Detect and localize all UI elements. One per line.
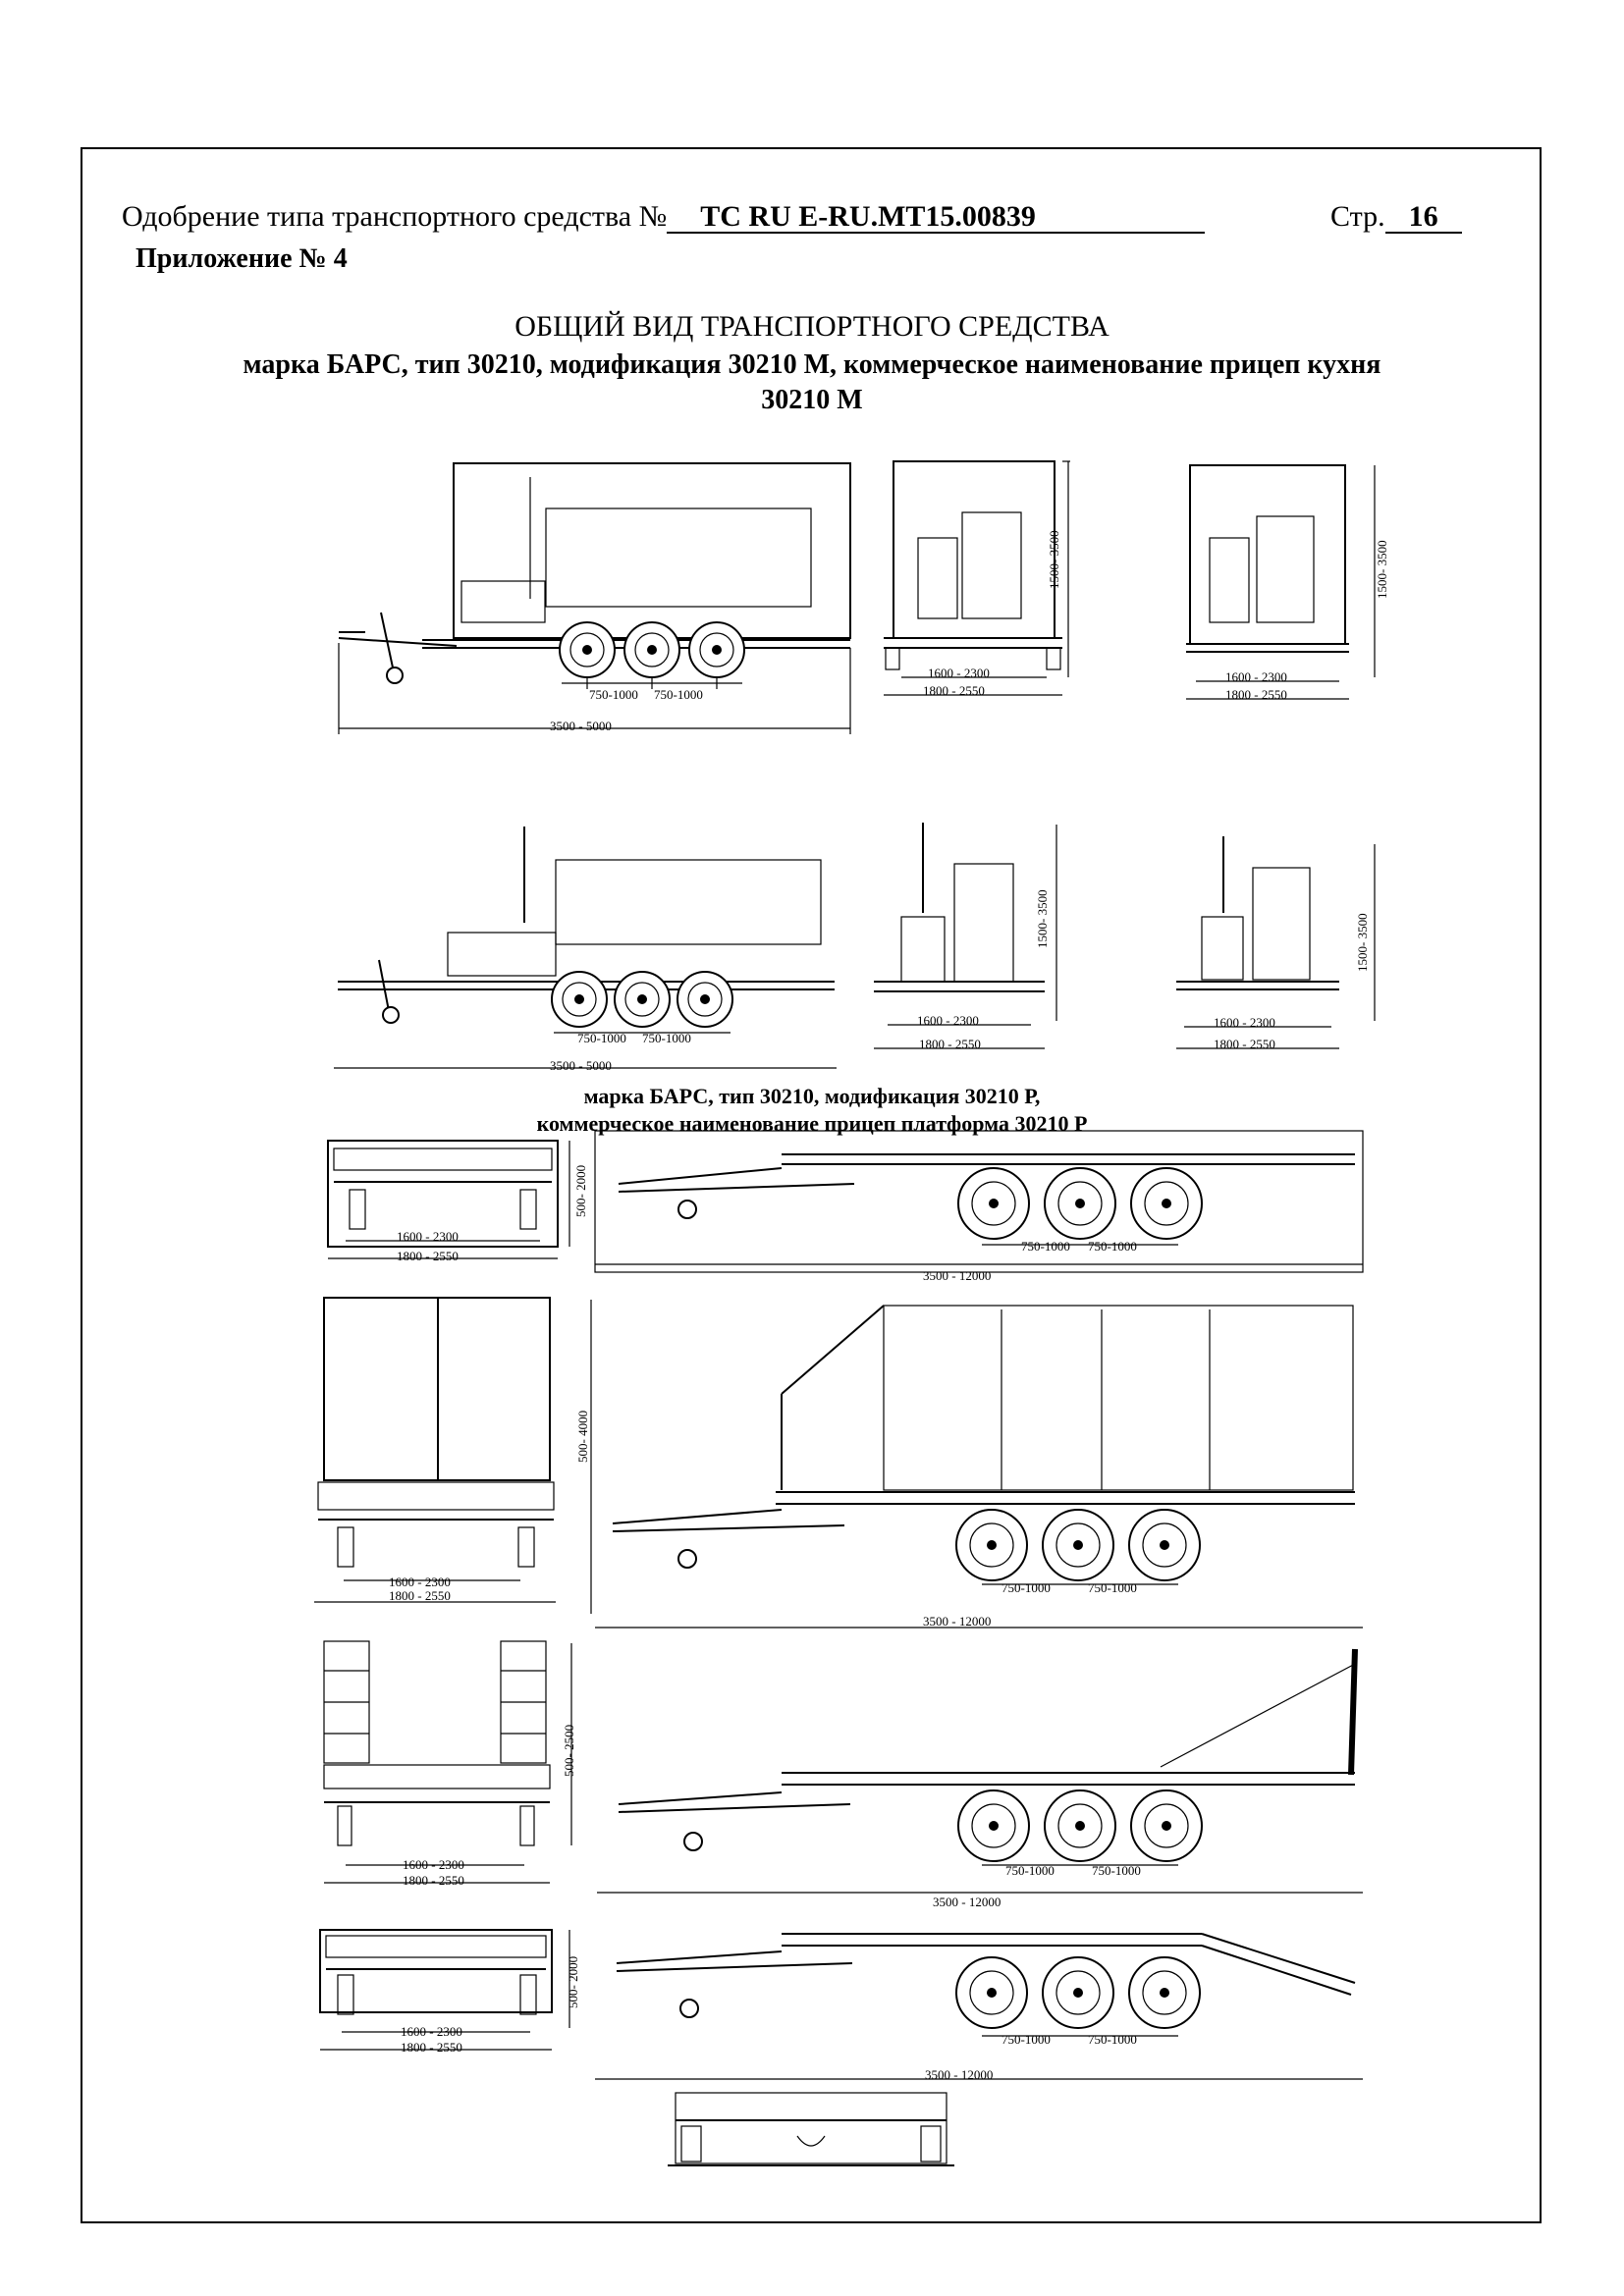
track-dim: 1600 - 2300: [401, 2024, 462, 2039]
height-dim: 500- 4000: [575, 1411, 590, 1463]
axle-dim-1: 750-1000: [1001, 2032, 1051, 2047]
track-dim: 1600 - 2300: [928, 666, 990, 680]
subtitle-line-2: коммерческое наименование прицеп платфор…: [536, 1111, 1088, 1136]
track-dim: 1600 - 2300: [403, 1857, 464, 1872]
length-dim: 3500 - 12000: [923, 1268, 991, 1283]
page-label: Стр.: [1330, 200, 1385, 233]
kitchen-rear-view-enclosed: 1500- 3500 1600 - 2300 1800 - 2550: [884, 460, 1070, 698]
height-dim: 1500- 3500: [1035, 889, 1050, 948]
height-dim: 500- 2500: [562, 1725, 576, 1777]
track-dim: 1600 - 2300: [389, 1575, 451, 1589]
axle-dim-1: 750-1000: [1001, 1580, 1051, 1595]
platform-rear-view-flat: 500- 2000 1600 - 2300 1800 - 2550: [327, 1140, 588, 1263]
track-dim: 1600 - 2300: [1214, 1015, 1275, 1030]
kitchen-front-view-open: 1500- 3500 1600 - 2300 1800 - 2550: [1176, 836, 1376, 1051]
platform-rear-view-ramps: 500- 2000 1600 - 2300 1800 - 2550: [319, 1929, 580, 2055]
platform-rear-view-sides: 500- 2500 1600 - 2300 1800 - 2550: [323, 1640, 576, 1888]
subtitle-line-1: марка БАРС, тип 30210, модификация 30210…: [583, 1084, 1041, 1108]
height-dim: 500- 2000: [573, 1165, 588, 1217]
title-line-1: ОБЩИЙ ВИД ТРАНСПОРТНОГО СРЕДСТВА: [514, 310, 1110, 343]
width-dim: 1800 - 2550: [923, 683, 985, 698]
width-dim: 1800 - 2550: [403, 1873, 464, 1888]
height-dim: 1500- 3500: [1355, 913, 1370, 972]
length-dim: 3500 - 12000: [923, 1614, 991, 1629]
page-line: Стр.16: [1330, 200, 1462, 234]
axle-dim-1: 750-1000: [577, 1031, 626, 1045]
width-dim: 1800 - 2550: [919, 1037, 981, 1051]
height-dim: 500- 2000: [566, 1956, 580, 2008]
height-dim: 1500- 3500: [1047, 530, 1061, 589]
axle-dim-2: 750-1000: [1088, 2032, 1137, 2047]
axle-dim-1: 750-1000: [1005, 1863, 1055, 1878]
axle-dim-2: 750-1000: [654, 687, 703, 702]
approval-label: Одобрение типа транспортного средства №: [122, 200, 668, 233]
platform-side-view-flat: 750-1000 750-1000 3500 - 12000: [594, 1130, 1364, 1283]
annex-label: Приложение № 4: [135, 243, 348, 274]
length-dim: 3500 - 5000: [550, 1058, 612, 1073]
track-dim: 1600 - 2300: [397, 1229, 459, 1244]
track-dim: 1600 - 2300: [917, 1013, 979, 1028]
axle-dim-2: 750-1000: [1088, 1239, 1137, 1254]
platform-side-view-ramps: 750-1000 750-1000 3500 - 12000: [595, 1933, 1363, 2082]
axle-dim-1: 750-1000: [589, 687, 638, 702]
axle-dim-2: 750-1000: [1088, 1580, 1137, 1595]
platform-rear-view-tent: 500- 4000 1600 - 2300 1800 - 2550: [314, 1297, 592, 1614]
kitchen-rear-view-open: 1500- 3500 1600 - 2300 1800 - 2550: [874, 823, 1057, 1051]
approval-number: ТС RU E-RU.MT15.00839: [667, 202, 1206, 234]
page-number: 16: [1384, 202, 1462, 234]
width-dim: 1800 - 2550: [397, 1249, 459, 1263]
title-line-2: марка БАРС, тип 30210, модификация 30210…: [243, 349, 1381, 380]
axle-dim-2: 750-1000: [642, 1031, 691, 1045]
axle-dim-1: 750-1000: [1021, 1239, 1070, 1254]
width-dim: 1800 - 2550: [389, 1588, 451, 1603]
platform-side-view-sides: 750-1000 750-1000 3500 - 12000: [597, 1648, 1363, 1909]
platform-end-detail: [668, 2092, 954, 2166]
track-dim: 1600 - 2300: [1225, 669, 1287, 684]
width-dim: 1800 - 2550: [1225, 687, 1287, 702]
length-dim: 3500 - 5000: [550, 719, 612, 733]
platform-side-view-tent: 750-1000 750-1000 3500 - 12000: [595, 1305, 1363, 1629]
kitchen-side-view-enclosed: 750-1000 750-1000 3500 - 5000: [338, 462, 851, 734]
width-dim: 1800 - 2550: [401, 2040, 462, 2055]
length-dim: 3500 - 12000: [933, 1895, 1001, 1909]
kitchen-side-view-open: 750-1000 750-1000 3500 - 5000: [334, 827, 837, 1073]
width-dim: 1800 - 2550: [1214, 1037, 1275, 1051]
kitchen-front-view-enclosed: 1500- 3500 1600 - 2300 1800 - 2550: [1186, 464, 1389, 702]
title-line-3: 30210 М: [761, 385, 863, 415]
height-dim: 1500- 3500: [1375, 540, 1389, 599]
length-dim: 3500 - 12000: [925, 2067, 993, 2082]
axle-dim-2: 750-1000: [1092, 1863, 1141, 1878]
page-frame: [81, 147, 1542, 2223]
